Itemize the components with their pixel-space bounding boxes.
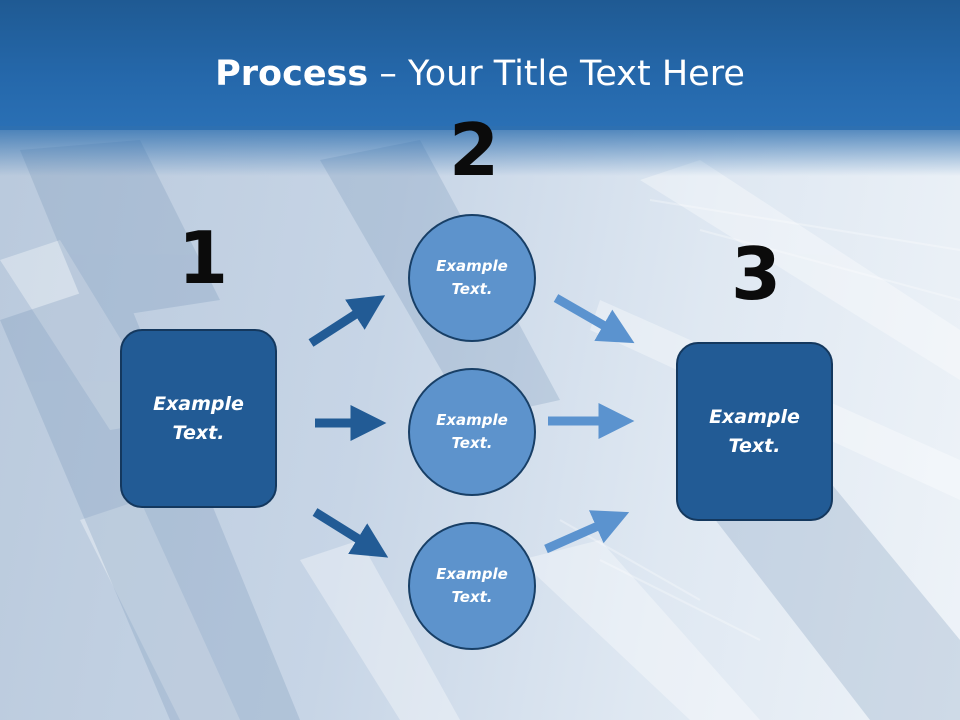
step-2-circle-middle-label: Example Text. bbox=[436, 411, 508, 452]
step-2-number: 2 bbox=[449, 108, 500, 192]
step-2-circle-top-label: Example Text. bbox=[436, 257, 508, 298]
step-3-box: Example Text. bbox=[676, 342, 833, 521]
arrow-2-top-to-3 bbox=[553, 294, 635, 344]
title-bar bbox=[0, 0, 960, 130]
step-2-circle-middle: Example Text. bbox=[408, 368, 536, 496]
step-1-label: Example Text. bbox=[153, 392, 244, 444]
step-2-circle-top: Example Text. bbox=[408, 214, 536, 342]
title-bold: Process bbox=[215, 54, 369, 94]
step-2-circle-bottom: Example Text. bbox=[408, 522, 536, 650]
slide-title: Process – Your Title Text Here bbox=[0, 52, 960, 96]
arrow-1-to-2-bottom bbox=[312, 508, 389, 558]
step-2-circle-bottom-label: Example Text. bbox=[436, 565, 508, 606]
arrow-1-to-2-top bbox=[308, 295, 386, 347]
arrow-2-bottom-to-3 bbox=[544, 510, 630, 554]
title-rest: – Your Title Text Here bbox=[368, 54, 745, 94]
step-3-number: 3 bbox=[731, 232, 782, 316]
step-1-number: 1 bbox=[178, 216, 229, 300]
title-bar-fade bbox=[0, 126, 960, 176]
step-1-box: Example Text. bbox=[120, 329, 277, 508]
step-3-label: Example Text. bbox=[709, 405, 800, 457]
